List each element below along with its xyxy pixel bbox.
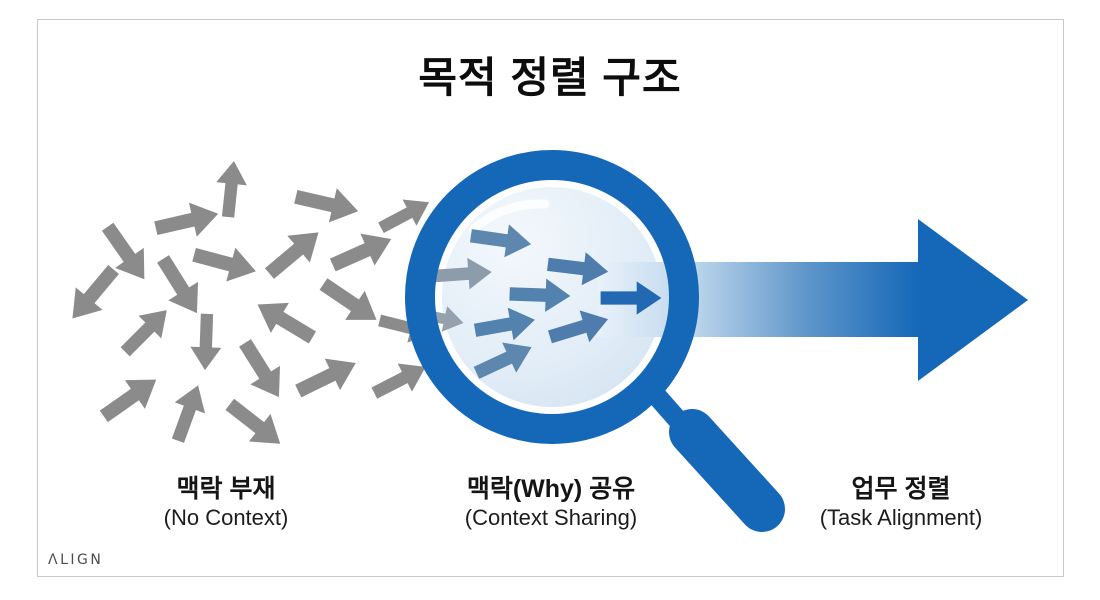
magnifier-and-arrow-group: [405, 150, 1028, 532]
stage-label-ko: 맥락 부재: [176, 475, 276, 503]
arrow-glyph: [189, 313, 223, 371]
arrow-glyph: [248, 289, 322, 353]
brand-logo: ΛLIGN: [48, 552, 104, 568]
stage-label-no-context: 맥락 부재 (No Context): [66, 474, 386, 532]
arrow-glyph: [162, 379, 214, 447]
arrow-glyph: [212, 159, 250, 219]
arrow-glyph: [325, 222, 399, 282]
arrow-glyph: [291, 179, 363, 229]
lens-highlight: [468, 199, 550, 235]
arrow-glyph: [258, 219, 330, 287]
arrow-glyph: [290, 347, 364, 407]
stage-label-ko: 업무 정렬: [851, 475, 951, 503]
arrow-glyph: [113, 298, 179, 364]
magnifier-handle-grip: [669, 409, 785, 532]
arrow-glyph: [59, 258, 127, 330]
scattered-arrows-group: [59, 159, 436, 458]
stage-label-en: (No Context): [163, 505, 289, 531]
diagram-title: 목적 정렬 구조: [418, 54, 682, 101]
stage-label-context-sharing: 맥락(Why) 공유 (Context Sharing): [391, 474, 711, 532]
arrow-glyph: [219, 390, 291, 458]
arrow-glyph: [189, 237, 261, 289]
stage-label-ko: 맥락(Why) 공유: [466, 475, 636, 503]
stage-label-task-alignment: 업무 정렬 (Task Alignment): [741, 474, 1061, 532]
arrow-glyph: [151, 196, 223, 246]
arrow-glyph: [230, 333, 294, 407]
big-arrow-head: [918, 219, 1028, 381]
stage-label-en: (Task Alignment): [819, 505, 983, 531]
stage-label-en: (Context Sharing): [464, 505, 638, 531]
magnifier-ring: [405, 150, 699, 444]
arrow-glyph: [93, 365, 167, 431]
arrow-glyph: [313, 269, 387, 335]
